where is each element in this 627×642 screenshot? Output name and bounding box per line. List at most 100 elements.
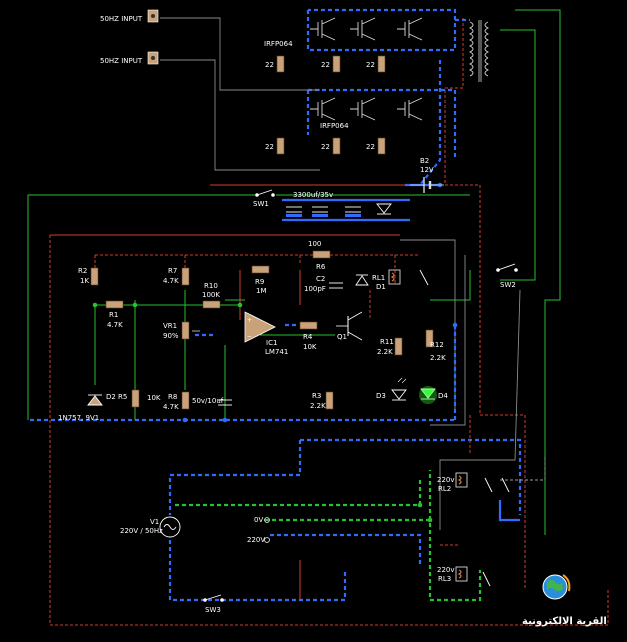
diode-icon	[376, 203, 392, 215]
r9-ref: R9	[255, 278, 264, 286]
sw3-label: SW3	[205, 606, 221, 614]
r5-value: 10K	[147, 394, 161, 402]
d2-label: D2	[106, 393, 116, 401]
resistor-r12	[425, 329, 434, 348]
resistor-r10	[202, 300, 221, 309]
zener-label: 1N757, 9V1	[58, 414, 99, 422]
cap-bank-label: 3300uf/35v	[293, 191, 333, 199]
gate-res-label-3: 22	[366, 61, 375, 69]
led-d3-icon	[391, 377, 407, 401]
r11-value: 2.2K	[377, 348, 393, 356]
mosfet-label-bottom: IRFP064	[320, 122, 349, 130]
resistor-r7	[181, 267, 190, 286]
svg-text:+: +	[247, 317, 252, 324]
r9-value: 1M	[256, 287, 267, 295]
capacitor-c2	[329, 282, 343, 289]
capacitor-bank	[286, 206, 361, 217]
r8-ref: R8	[168, 393, 177, 401]
sw1-label: SW1	[253, 200, 269, 208]
switch-sw1-icon	[255, 189, 275, 197]
r1-value: 4.7K	[107, 321, 123, 329]
mosfet-bank-bottom	[310, 97, 423, 121]
resistor-r4	[299, 321, 318, 330]
line-volt-label: 220V	[247, 536, 265, 544]
r1-ref: R1	[109, 311, 118, 319]
input-label-2: 50HZ INPUT	[100, 57, 143, 65]
vr1-ref: VR1	[163, 322, 177, 330]
rl2-voltage: 220v	[437, 476, 455, 484]
gate-res-label-4: 22	[265, 143, 274, 151]
logo-globe-icon	[542, 574, 571, 600]
transformer-icon	[468, 20, 490, 82]
resistor-r11	[394, 337, 403, 356]
r2-ref: R2	[78, 267, 87, 275]
vr1-value: 90%	[163, 332, 179, 340]
r10-ref: R10	[204, 282, 218, 290]
resistor-r6	[312, 250, 331, 259]
rl1-label: RL1	[372, 274, 385, 282]
ic1-ref: IC1	[266, 339, 277, 347]
resistor-r2	[90, 267, 99, 286]
r10-value: 100K	[202, 291, 220, 299]
logo-text: القرية الالكترونية	[522, 616, 607, 627]
r6-ref: R6	[316, 263, 326, 271]
d3-label: D3	[376, 392, 386, 400]
r12-value: 2.2K	[430, 354, 446, 362]
gate-resistors-bottom	[276, 137, 386, 155]
mosfet-label-top: IRFP064	[264, 40, 293, 48]
r3-ref: R3	[312, 392, 321, 400]
mosfet-bank-top	[310, 17, 423, 41]
r4-value: 10K	[303, 343, 317, 351]
gate-res-label-5: 22	[321, 143, 330, 151]
rl2-label: RL2	[438, 485, 451, 493]
resistor-r9	[251, 265, 270, 274]
r5-label: R5	[118, 393, 127, 401]
gate-res-label-6: 22	[366, 143, 375, 151]
r7-ref: R7	[168, 267, 177, 275]
battery-icon	[410, 177, 444, 193]
zero-volt-label: 0V	[254, 516, 263, 524]
relay-rl2-icon	[455, 472, 510, 493]
ac-source-v1-icon	[159, 516, 181, 538]
svg-text:−: −	[247, 333, 252, 340]
r3-value: 2.2K	[310, 402, 326, 410]
transistor-q1-icon	[336, 311, 363, 341]
gate-res-label-2: 22	[321, 61, 330, 69]
relay-rl3-icon	[455, 566, 491, 587]
r12-ref: R12	[430, 341, 444, 349]
c2-value: 100pF	[304, 285, 326, 293]
r6-value: 100	[308, 240, 321, 248]
resistor-r5	[131, 389, 140, 408]
sw2-label: SW2	[500, 281, 516, 289]
gate-resistors-top	[276, 55, 386, 73]
r11-ref: R11	[380, 338, 394, 346]
resistor-r1	[105, 300, 124, 309]
r7-value: 4.7K	[163, 277, 179, 285]
resistor-r3	[325, 391, 334, 410]
cap-50v-label: 50v/10uf	[192, 397, 224, 405]
relay-rl1-icon	[355, 269, 429, 286]
resistor-r8	[181, 391, 190, 410]
v1-value: 220V / 50Hz	[120, 527, 163, 535]
d1-label: D1	[376, 283, 386, 291]
zener-d2-icon	[87, 394, 103, 406]
battery-value: 12V	[420, 166, 434, 174]
r4-ref: R4	[303, 333, 313, 341]
opamp-ic1-icon: + −	[244, 311, 276, 343]
input-label-1: 50HZ INPUT	[100, 15, 143, 23]
rl3-label: RL3	[438, 575, 451, 583]
ic1-value: LM741	[265, 348, 288, 356]
capacitor-50v	[218, 399, 232, 406]
q1-label: Q1	[337, 333, 347, 341]
gate-res-label-1: 22	[265, 61, 274, 69]
d4-label: D4	[438, 392, 448, 400]
switch-sw3-icon	[203, 594, 224, 602]
c2-ref: C2	[316, 275, 325, 283]
led-d4-icon	[419, 386, 437, 404]
v1-ref: V1	[150, 518, 159, 526]
r8-value: 4.7K	[163, 403, 179, 411]
potentiometer-vr1	[181, 321, 190, 340]
input-connector-1	[147, 9, 159, 23]
switch-sw2-icon	[496, 263, 518, 272]
